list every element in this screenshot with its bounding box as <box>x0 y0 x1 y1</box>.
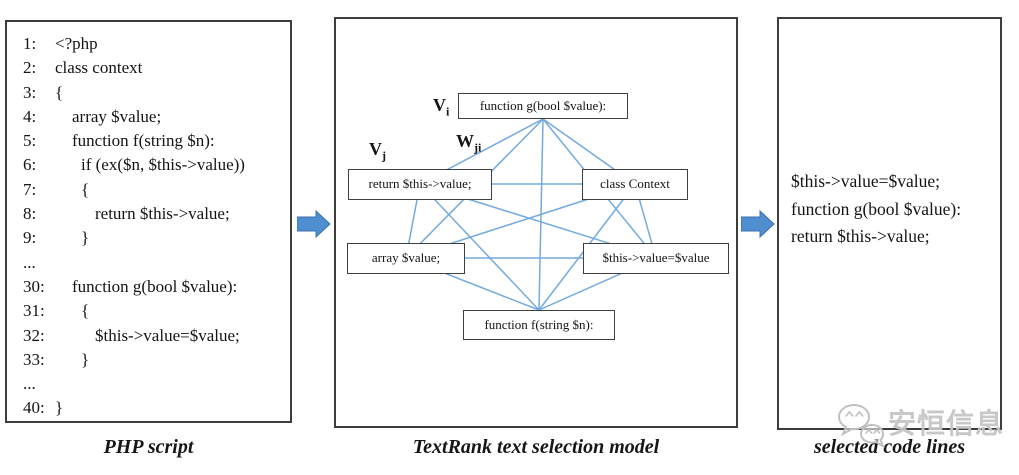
code-line: 9:} <box>23 226 288 250</box>
code-line: 6: if (ex($n, $this->value)) <box>23 153 288 177</box>
code-line: 2: class context <box>23 56 288 80</box>
selected-code-panel: $this->value=$value; function g(bool $val… <box>777 17 1002 430</box>
code-line: 32: $this->value=$value; <box>23 324 288 348</box>
code-line: 30: function g(bool $value): <box>23 275 288 299</box>
vj-label: Vj <box>369 140 386 162</box>
code-line: 40:} <box>23 396 288 420</box>
vi-label-sub: i <box>446 104 450 119</box>
code-text: } <box>81 228 90 248</box>
line-number: 7: <box>23 179 37 199</box>
textrank-caption: TextRank text selection model <box>412 436 660 458</box>
line-number: ... <box>23 374 36 394</box>
code-line: 5: function f(string $n): <box>23 129 288 153</box>
code-line: 31: { <box>23 299 288 323</box>
wji-label-main: W <box>456 131 474 151</box>
selected-code-lines: $this->value=$value; function g(bool $val… <box>791 168 961 251</box>
php-script-caption: PHP script <box>103 436 194 458</box>
code-text: class context <box>55 58 143 78</box>
code-text: { <box>81 179 90 199</box>
code-text: { <box>55 82 64 102</box>
php-script-panel: 1: <?php 2: class context 3: {4: array $value;… <box>5 20 292 423</box>
line-number: 3: <box>23 82 37 102</box>
vj-label-sub: j <box>382 148 386 163</box>
code-line: 33:} <box>23 348 288 372</box>
flow-arrow-icon-left <box>297 210 331 238</box>
code-line: 7: { <box>23 178 288 202</box>
vi-label: Vi <box>433 96 449 118</box>
wji-label: Wji <box>456 132 481 154</box>
graph-node-array: array $value; <box>347 242 465 274</box>
code-line: 1: <?php <box>23 32 288 56</box>
code-text: function f(string $n): <box>72 131 215 151</box>
code-text: <?php <box>55 34 98 53</box>
code-text: if (ex($n, $this->value)) <box>81 155 245 175</box>
graph-node-context: class Context <box>582 168 688 200</box>
vi-label-main: V <box>433 95 446 115</box>
line-number: 32: <box>23 325 45 345</box>
textrank-model-panel: function g(bool $value): return $this->va… <box>334 17 738 428</box>
selected-line: return $this->value; <box>791 226 930 246</box>
line-number: 30: <box>23 276 45 296</box>
code-text: return $this->value; <box>95 204 230 224</box>
line-number: 5: <box>23 131 37 151</box>
watermark-text: 安恒信息 <box>888 408 1005 439</box>
watermark: 安恒信息 <box>834 402 1004 450</box>
graph-node-assign: $this->value=$value <box>583 242 729 274</box>
code-text: function g(bool $value): <box>72 276 238 296</box>
selected-caption: selected code lines <box>813 436 966 458</box>
code-text: } <box>81 349 90 369</box>
code-line: 8: return $this->value; <box>23 202 288 226</box>
code-text: { <box>81 301 90 321</box>
code-text: array $value; <box>72 106 162 126</box>
line-number: 33: <box>23 349 45 369</box>
code-line: 3: { <box>23 81 288 105</box>
selected-line: function g(bool $value): <box>791 198 962 219</box>
flow-arrow-icon-right <box>741 210 775 238</box>
graph-node-f: function f(string $n): <box>463 310 615 340</box>
php-code-listing: 1: <?php 2: class context 3: {4: array $value;… <box>7 22 290 421</box>
code-text: } <box>55 398 64 418</box>
line-number: 2: <box>23 58 37 78</box>
graph-node-return: return $this->value; <box>348 168 492 200</box>
vj-label-main: V <box>369 139 382 159</box>
graph-edge-return-f <box>419 183 540 311</box>
line-number: 31: <box>23 301 45 321</box>
line-number: ... <box>23 252 36 272</box>
line-number: 6: <box>23 155 37 175</box>
code-line: 4: array $value; <box>23 105 288 129</box>
chat-bubbles-icon <box>837 404 886 449</box>
line-number: 8: <box>23 204 37 224</box>
wji-label-sub: ji <box>474 140 482 155</box>
graph-node-g: function g(bool $value): <box>458 93 628 119</box>
line-number: 9: <box>23 228 37 248</box>
code-line: ... <box>23 251 288 275</box>
line-number: 1: <box>23 34 37 53</box>
line-number: 40: <box>23 398 45 418</box>
selected-line: $this->value=$value; <box>791 171 941 191</box>
graph-edges <box>405 118 657 311</box>
line-number: 4: <box>23 106 37 126</box>
code-text: $this->value=$value; <box>95 325 240 345</box>
code-line: ... <box>23 372 288 396</box>
